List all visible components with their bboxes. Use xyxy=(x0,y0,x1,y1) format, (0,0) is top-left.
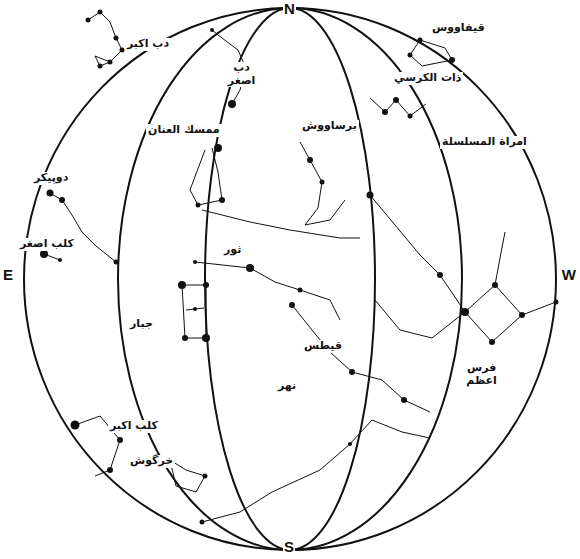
constellation-name: جبار xyxy=(128,318,155,331)
constellation-name: ثور xyxy=(222,244,243,257)
constellation-name: دب اكبر xyxy=(125,38,171,51)
constellation-name: دب اصغر xyxy=(222,62,261,87)
constellation-name: فرس اعظم xyxy=(462,362,501,387)
constellation-name: قيفاووس xyxy=(430,22,487,35)
compass-point: S xyxy=(283,538,295,555)
compass-point: W xyxy=(561,266,577,283)
constellation-name: دوپیکر xyxy=(32,172,70,185)
compass-point: E xyxy=(2,266,14,283)
constellation-name: برساووش xyxy=(300,120,359,133)
compass-point: N xyxy=(283,0,296,17)
constellation-name: كلب اكبر xyxy=(108,420,160,433)
constellation-name: ممسك العنان xyxy=(146,124,222,137)
constellation-name: كلب اصغر xyxy=(18,238,76,251)
constellation-name: نهر xyxy=(276,380,298,393)
constellation-name: قيطس xyxy=(302,340,344,353)
constellation-name: خرگوش xyxy=(128,455,175,468)
constellation-name: امراة المسلسلة xyxy=(440,136,529,149)
constellation-name: ذات الكرسي xyxy=(392,72,463,85)
